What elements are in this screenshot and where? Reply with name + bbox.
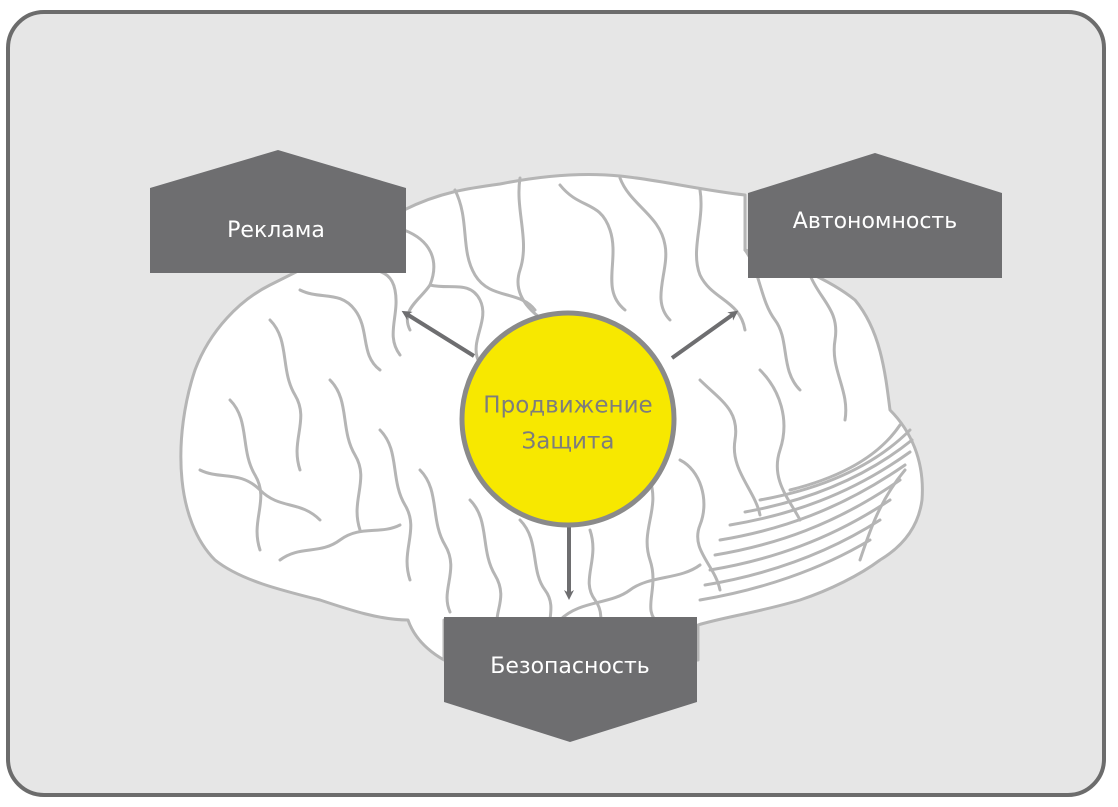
arrow-icon xyxy=(670,310,739,360)
node-top-left-shape xyxy=(150,150,406,273)
center-label-line1: Продвижение xyxy=(483,393,652,419)
node-top-left-label: Реклама xyxy=(227,218,325,243)
node-top-right: Автономность xyxy=(748,153,1002,278)
node-top-left: Реклама xyxy=(150,150,406,273)
node-bottom-shape xyxy=(444,617,697,742)
node-top-right-shape xyxy=(748,153,1002,278)
center-label-line2: Защита xyxy=(522,429,615,455)
center-node: Продвижение Защита xyxy=(459,310,677,528)
node-bottom-label: Безопасность xyxy=(490,654,649,679)
node-top-right-label: Автономность xyxy=(793,209,957,234)
node-bottom: Безопасность xyxy=(444,617,697,742)
arrow-icon xyxy=(401,310,476,358)
center-circle xyxy=(459,310,677,528)
